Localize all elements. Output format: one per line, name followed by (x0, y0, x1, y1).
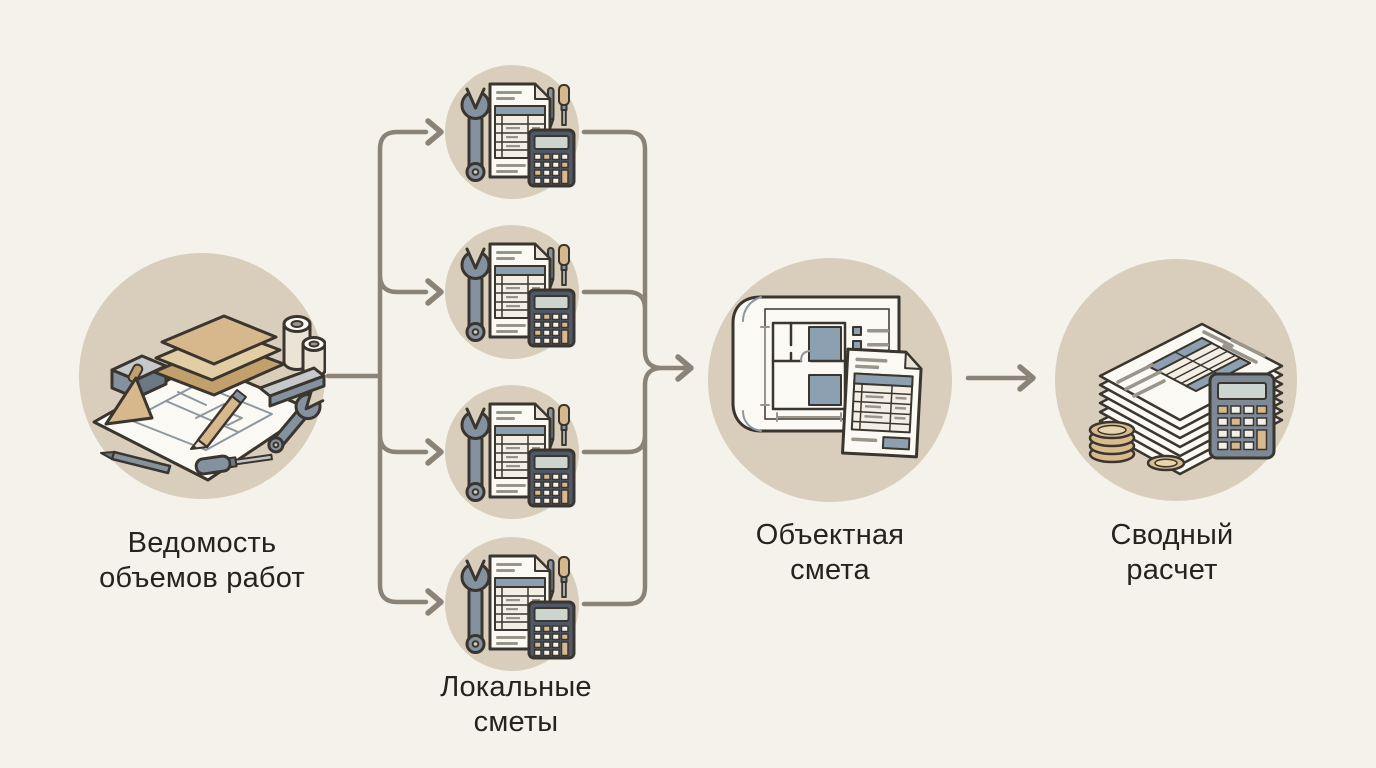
split-arrowhead-3 (425, 438, 444, 466)
estimate-sheet-calculator-icon (444, 224, 580, 360)
merge-connector (581, 129, 687, 607)
final-arrowhead (1017, 364, 1036, 392)
estimate-sheet-calculator-icon (444, 384, 580, 520)
paper-stack-coins-calculator-icon (1055, 259, 1297, 501)
label-bill-of-quantities: Ведомость объемов работ (99, 527, 305, 594)
node-summary-calculation (1054, 258, 1298, 502)
split-arrowhead-2 (425, 278, 444, 306)
split-arrowhead-4 (425, 588, 444, 616)
label-local-estimates: Локальные сметы (440, 671, 592, 738)
merge-arrowhead (675, 354, 694, 382)
estimate-sheet-calculator-icon (444, 64, 580, 200)
blueprint-estimate-document-icon (708, 258, 952, 502)
node-local-estimate-2 (444, 224, 580, 360)
node-object-estimate (707, 257, 953, 503)
node-local-estimate-4 (444, 536, 580, 672)
split-arrowhead-1 (425, 118, 444, 146)
label-summary-calculation: Сводный расчет (1110, 519, 1234, 586)
node-local-estimate-3 (444, 384, 580, 520)
split-connector (325, 129, 429, 605)
node-bill-of-quantities (78, 252, 326, 500)
estimate-sheet-calculator-icon (444, 536, 580, 672)
construction-materials-blueprint-icon (79, 253, 326, 499)
label-object-estimate: Объектная смета (755, 519, 905, 586)
node-local-estimate-1 (444, 64, 580, 200)
